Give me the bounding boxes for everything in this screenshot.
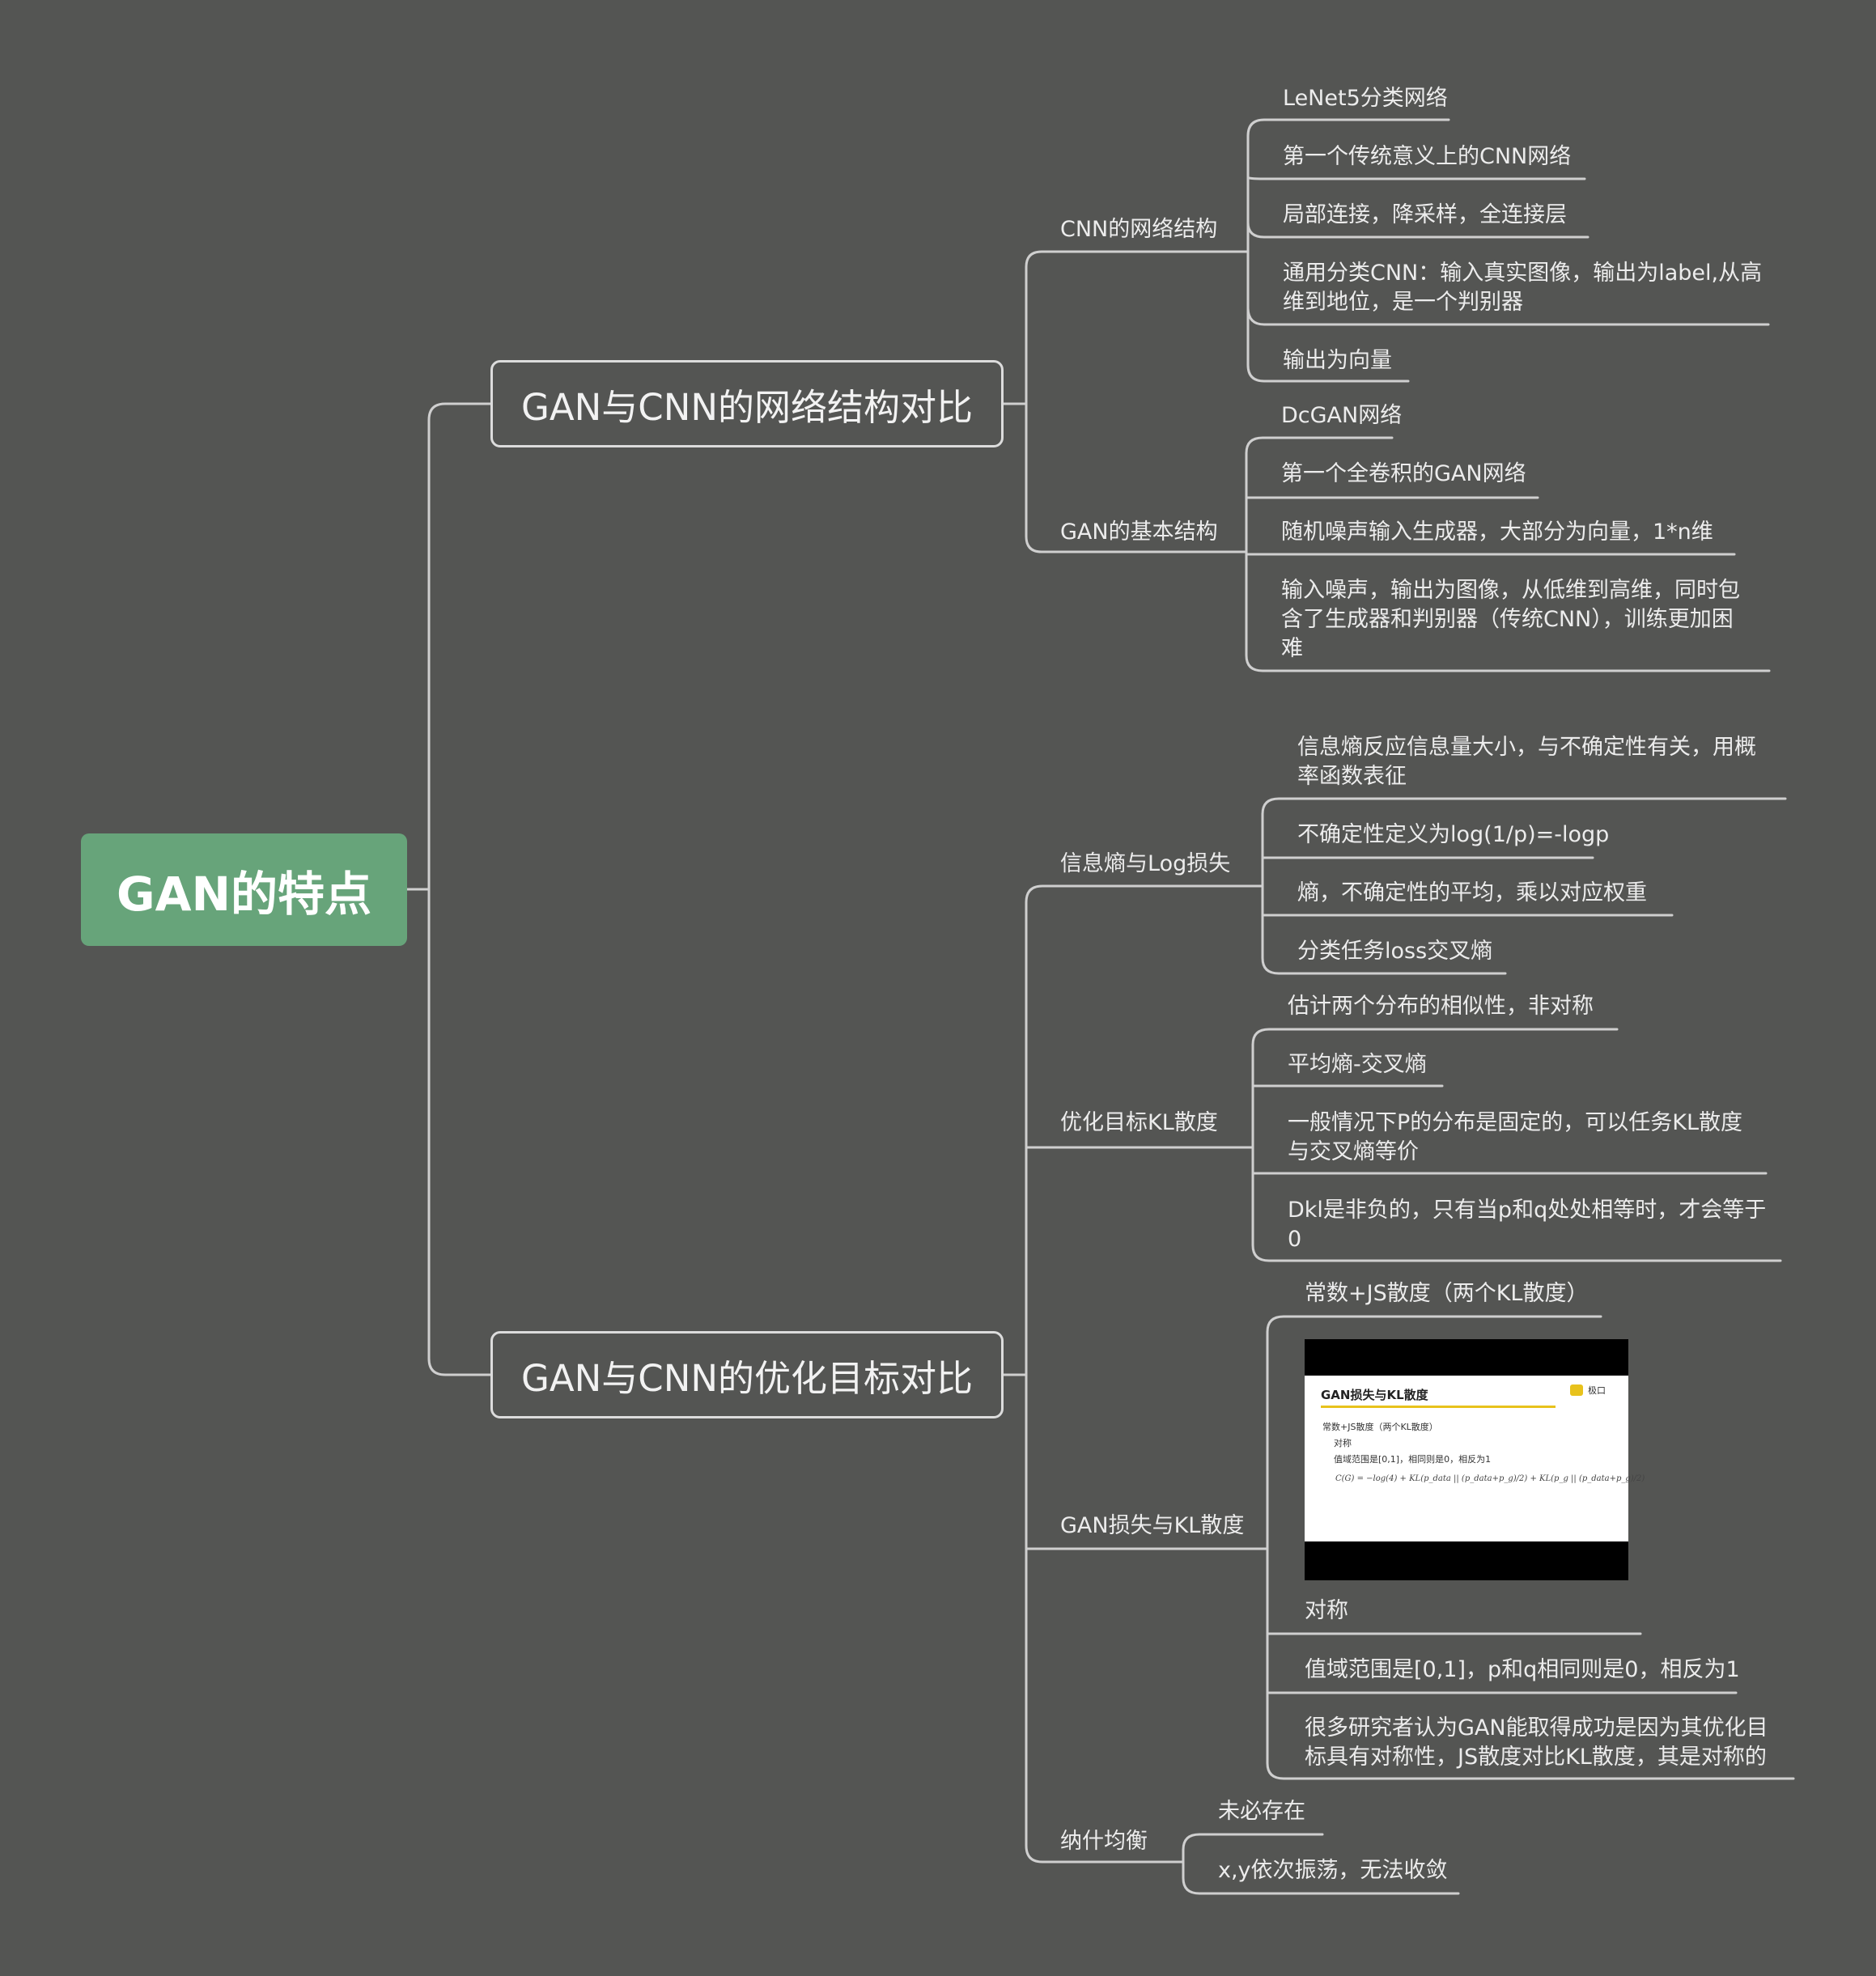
slide-logo: 极口 (1588, 1385, 1606, 1396)
leaf-uncertainty[interactable]: 不确定性定义为log(1/p)=-logp (1297, 821, 1609, 850)
leaf-text: 不确定性定义为log(1/p)=-logp (1297, 822, 1610, 847)
leaf-text-line: 含了生成器和判别器（传统CNN），训练更加困 (1281, 607, 1734, 632)
leaf-random-noise[interactable]: 随机噪声输入生成器，大部分为向量，1*n维 (1281, 518, 1713, 547)
leaf-general-cnn[interactable]: 通用分类CNN：输入真实图像，输出为label,从高 维到地位，是一个判别器 (1283, 259, 1762, 317)
slide-bullet: 值域范围是[0,1]，相同则是0，相反为1 (1334, 1454, 1492, 1465)
leaf-text: 常数+JS散度（两个KL散度） (1305, 1281, 1589, 1306)
sub-entropy-log-loss[interactable]: 信息熵与Log损失 (1060, 850, 1230, 879)
leaf-input-noise[interactable]: 输入噪声，输出为图像，从低维到高维，同时包 含了生成器和判别器（传统CNN），训… (1281, 576, 1740, 664)
leaf-dkl-nonnegative[interactable]: Dkl是非负的，只有当p和q处处相等时，才会等于 0 (1288, 1196, 1766, 1254)
root-title: GAN的特点 (116, 866, 372, 922)
slide-content: GAN损失与KL散度 极口 常数+JS散度（两个KL散度） 对称 值域范围是[0… (1305, 1376, 1645, 1541)
leaf-output-vector[interactable]: 输出为向量 (1283, 346, 1392, 375)
leaf-gan-success[interactable]: 很多研究者认为GAN能取得成功是因为其优化目 标具有对称性，JS散度对比KL散度… (1305, 1714, 1768, 1772)
leaf-text-line: 率函数表征 (1297, 764, 1407, 789)
leaf-entropy-definition[interactable]: 信息熵反应信息量大小，与不确定性有关，用概 率函数表征 (1297, 733, 1756, 791)
sub-gan-structure[interactable]: GAN的基本结构 (1060, 518, 1218, 547)
sub-cnn-structure[interactable]: CNN的网络结构 (1060, 215, 1217, 244)
slide-bullet: 对称 (1334, 1438, 1352, 1448)
slide-thumbnail-image[interactable]: GAN损失与KL散度 极口 常数+JS散度（两个KL散度） 对称 值域范围是[0… (1305, 1339, 1645, 1580)
branch-optimization-target[interactable]: GAN与CNN的优化目标对比 (490, 1331, 1004, 1418)
slide-underline (1321, 1406, 1556, 1408)
leaf-text: 输出为向量 (1283, 348, 1392, 373)
leaf-text: x,y依次振荡，无法收敛 (1218, 1858, 1448, 1883)
leaf-kl-similarity[interactable]: 估计两个分布的相似性，非对称 (1288, 992, 1594, 1021)
sub-label: 优化目标KL散度 (1060, 1110, 1218, 1135)
root-node[interactable]: GAN的特点 (81, 833, 407, 946)
leaf-text-line: 输入噪声，输出为图像，从低维到高维，同时包 (1281, 578, 1740, 603)
leaf-avg-entropy[interactable]: 平均熵-交叉熵 (1288, 1050, 1427, 1079)
leaf-text: 未必存在 (1218, 1799, 1305, 1824)
leaf-text: 值域范围是[0,1]，p和q相同则是0，相反为1 (1305, 1657, 1740, 1682)
leaf-text-line: 信息熵反应信息量大小，与不确定性有关，用概 (1297, 735, 1756, 760)
leaf-text: 分类任务loss交叉熵 (1297, 939, 1493, 964)
sub-nash-equilibrium[interactable]: 纳什均衡 (1060, 1827, 1148, 1856)
leaf-text-line: Dkl是非负的，只有当p和q处处相等时，才会等于 (1288, 1198, 1767, 1223)
sub-label: GAN的基本结构 (1060, 519, 1218, 545)
slide-formula: C(G) = −log(4) + KL(p_data || (p_data+p_… (1335, 1474, 1645, 1483)
leaf-text: LeNet5分类网络 (1283, 86, 1448, 111)
sub-label: 纳什均衡 (1060, 1829, 1148, 1854)
leaf-js-divergence[interactable]: 常数+JS散度（两个KL散度） (1305, 1279, 1588, 1308)
logo-icon (1570, 1384, 1583, 1396)
leaf-text: 对称 (1305, 1598, 1348, 1623)
sub-gan-loss-kl[interactable]: GAN损失与KL散度 (1060, 1512, 1244, 1541)
sub-label: GAN损失与KL散度 (1060, 1513, 1245, 1538)
leaf-first-cnn[interactable]: 第一个传统意义上的CNN网络 (1283, 142, 1571, 172)
leaf-value-range[interactable]: 值域范围是[0,1]，p和q相同则是0，相反为1 (1305, 1656, 1740, 1685)
leaf-dcgan[interactable]: DcGAN网络 (1281, 401, 1402, 430)
sub-label: CNN的网络结构 (1060, 217, 1218, 242)
leaf-text-line: 通用分类CNN：输入真实图像，输出为label,从高 (1283, 261, 1763, 286)
leaf-text: 平均熵-交叉熵 (1288, 1052, 1427, 1077)
leaf-text-line: 难 (1281, 636, 1303, 661)
branch-title: GAN与CNN的网络结构对比 (520, 385, 974, 429)
branch-title: GAN与CNN的优化目标对比 (520, 1356, 974, 1400)
leaf-text-line: 与交叉熵等价 (1288, 1139, 1419, 1164)
leaf-lenet5[interactable]: LeNet5分类网络 (1283, 84, 1448, 113)
branch-network-structure[interactable]: GAN与CNN的网络结构对比 (490, 360, 1004, 447)
leaf-text-line: 标具有对称性，JS散度对比KL散度，其是对称的 (1305, 1745, 1767, 1770)
leaf-kl-equivalence[interactable]: 一般情况下P的分布是固定的，可以任务KL散度 与交叉熵等价 (1288, 1109, 1742, 1167)
leaf-text: 局部连接，降采样，全连接层 (1283, 202, 1567, 227)
leaf-text-line: 维到地位，是一个判别器 (1283, 290, 1523, 315)
leaf-first-fcn-gan[interactable]: 第一个全卷积的GAN网络 (1281, 460, 1526, 489)
leaf-text: 随机噪声输入生成器，大部分为向量，1*n维 (1281, 519, 1713, 545)
leaf-text: DcGAN网络 (1281, 403, 1403, 428)
leaf-text-line: 0 (1288, 1227, 1302, 1252)
leaf-symmetric[interactable]: 对称 (1305, 1596, 1348, 1626)
leaf-text: 熵，不确定性的平均，乘以对应权重 (1297, 880, 1647, 905)
leaf-text: 第一个传统意义上的CNN网络 (1283, 144, 1572, 169)
leaf-text: 第一个全卷积的GAN网络 (1281, 461, 1526, 486)
leaf-text: 估计两个分布的相似性，非对称 (1288, 994, 1594, 1019)
slide-bullet: 常数+JS散度（两个KL散度） (1322, 1422, 1438, 1432)
leaf-cross-entropy[interactable]: 分类任务loss交叉熵 (1297, 937, 1492, 966)
sub-label: 信息熵与Log损失 (1060, 851, 1231, 876)
leaf-text-line: 一般情况下P的分布是固定的，可以任务KL散度 (1288, 1110, 1743, 1135)
slide-title: GAN损失与KL散度 (1321, 1388, 1428, 1402)
leaf-may-not-exist[interactable]: 未必存在 (1218, 1797, 1305, 1826)
sub-kl-divergence[interactable]: 优化目标KL散度 (1060, 1109, 1218, 1138)
leaf-text-line: 很多研究者认为GAN能取得成功是因为其优化目 (1305, 1715, 1768, 1741)
leaf-entropy-average[interactable]: 熵，不确定性的平均，乘以对应权重 (1297, 879, 1647, 908)
leaf-local-connection[interactable]: 局部连接，降采样，全连接层 (1283, 201, 1567, 230)
leaf-oscillation[interactable]: x,y依次振荡，无法收敛 (1218, 1856, 1448, 1885)
